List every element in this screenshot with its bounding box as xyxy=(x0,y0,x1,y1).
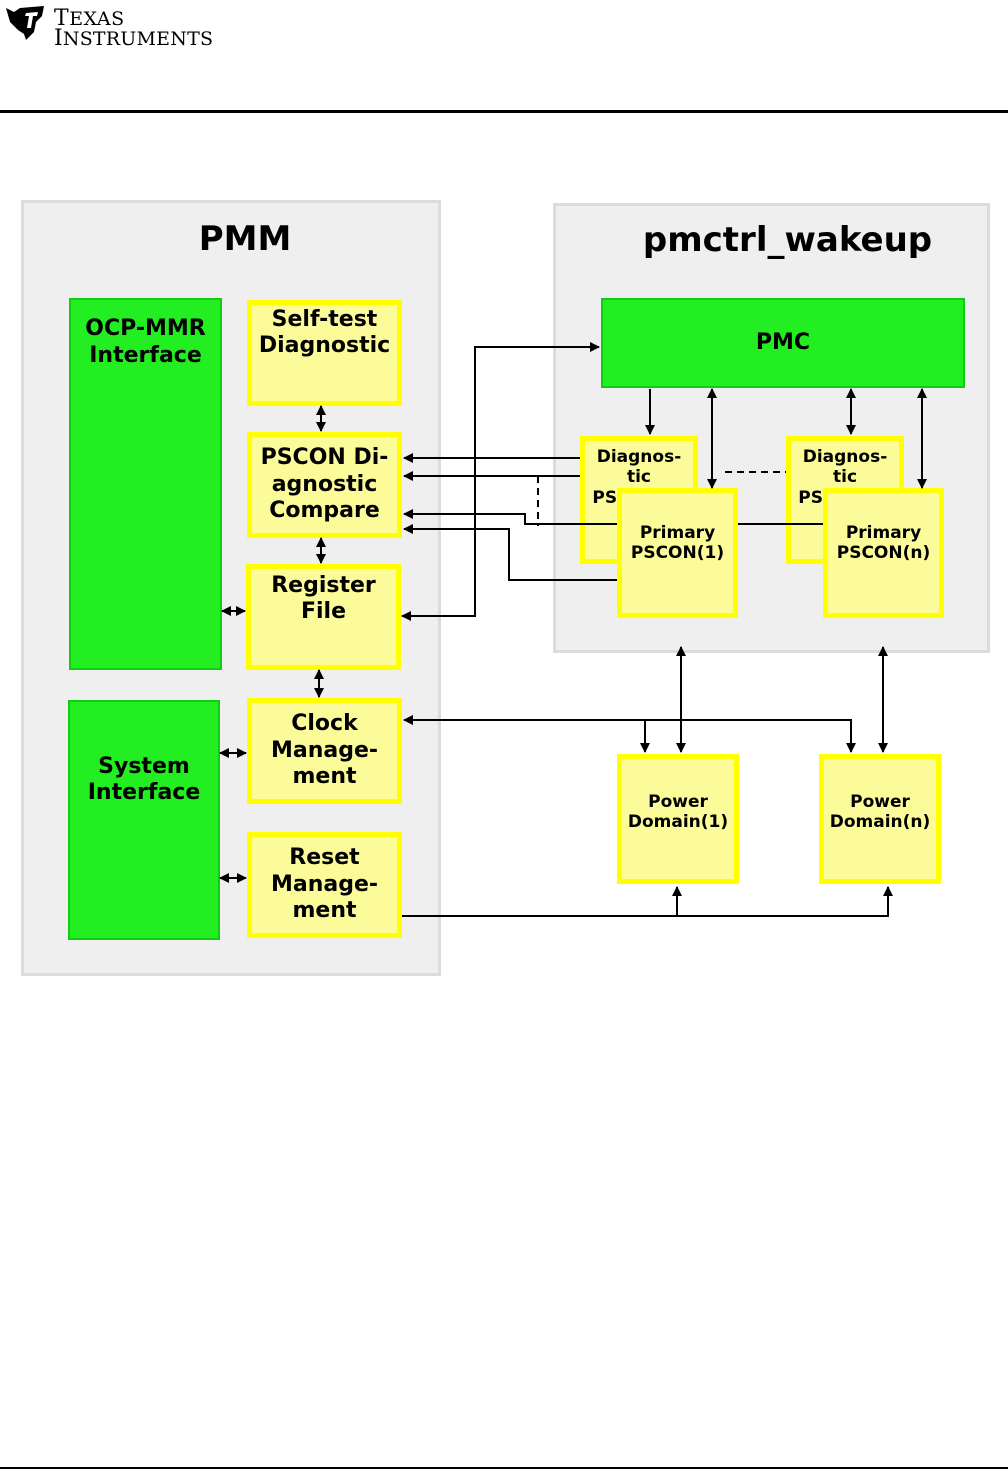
pscon-diagnostic-compare-block: PSCON Di- agnostic Compare xyxy=(247,432,402,538)
pmc-block: PMC xyxy=(601,298,965,388)
ocp-mmr-interface-block: OCP-MMR Interface xyxy=(69,298,222,670)
reset-management-block: Reset Manage- ment xyxy=(247,832,402,938)
pmm-title: PMM xyxy=(198,218,292,259)
wakeup-title: pmctrl_wakeup xyxy=(642,219,933,260)
self-test-diagnostic-block: Self-test Diagnostic xyxy=(247,300,402,406)
footer-rule xyxy=(0,1467,1008,1469)
system-interface-block: System Interface xyxy=(68,700,220,940)
logo-text-instruments: Instruments xyxy=(54,26,214,51)
header-rule xyxy=(0,110,1008,113)
power-domain-1-block: Power Domain(1) xyxy=(617,754,739,884)
ti-logo: Texas Instruments xyxy=(4,2,213,49)
ti-logo-icon xyxy=(6,6,44,40)
logo-text-texas: Texas xyxy=(54,6,125,31)
primary-pscon-1-block: Primary PSCON(1) xyxy=(617,488,738,618)
clock-management-block: Clock Manage- ment xyxy=(247,698,402,804)
register-file-block: Register File xyxy=(246,564,401,670)
power-domain-n-block: Power Domain(n) xyxy=(819,754,941,884)
primary-pscon-n-block: Primary PSCON(n) xyxy=(823,488,944,618)
